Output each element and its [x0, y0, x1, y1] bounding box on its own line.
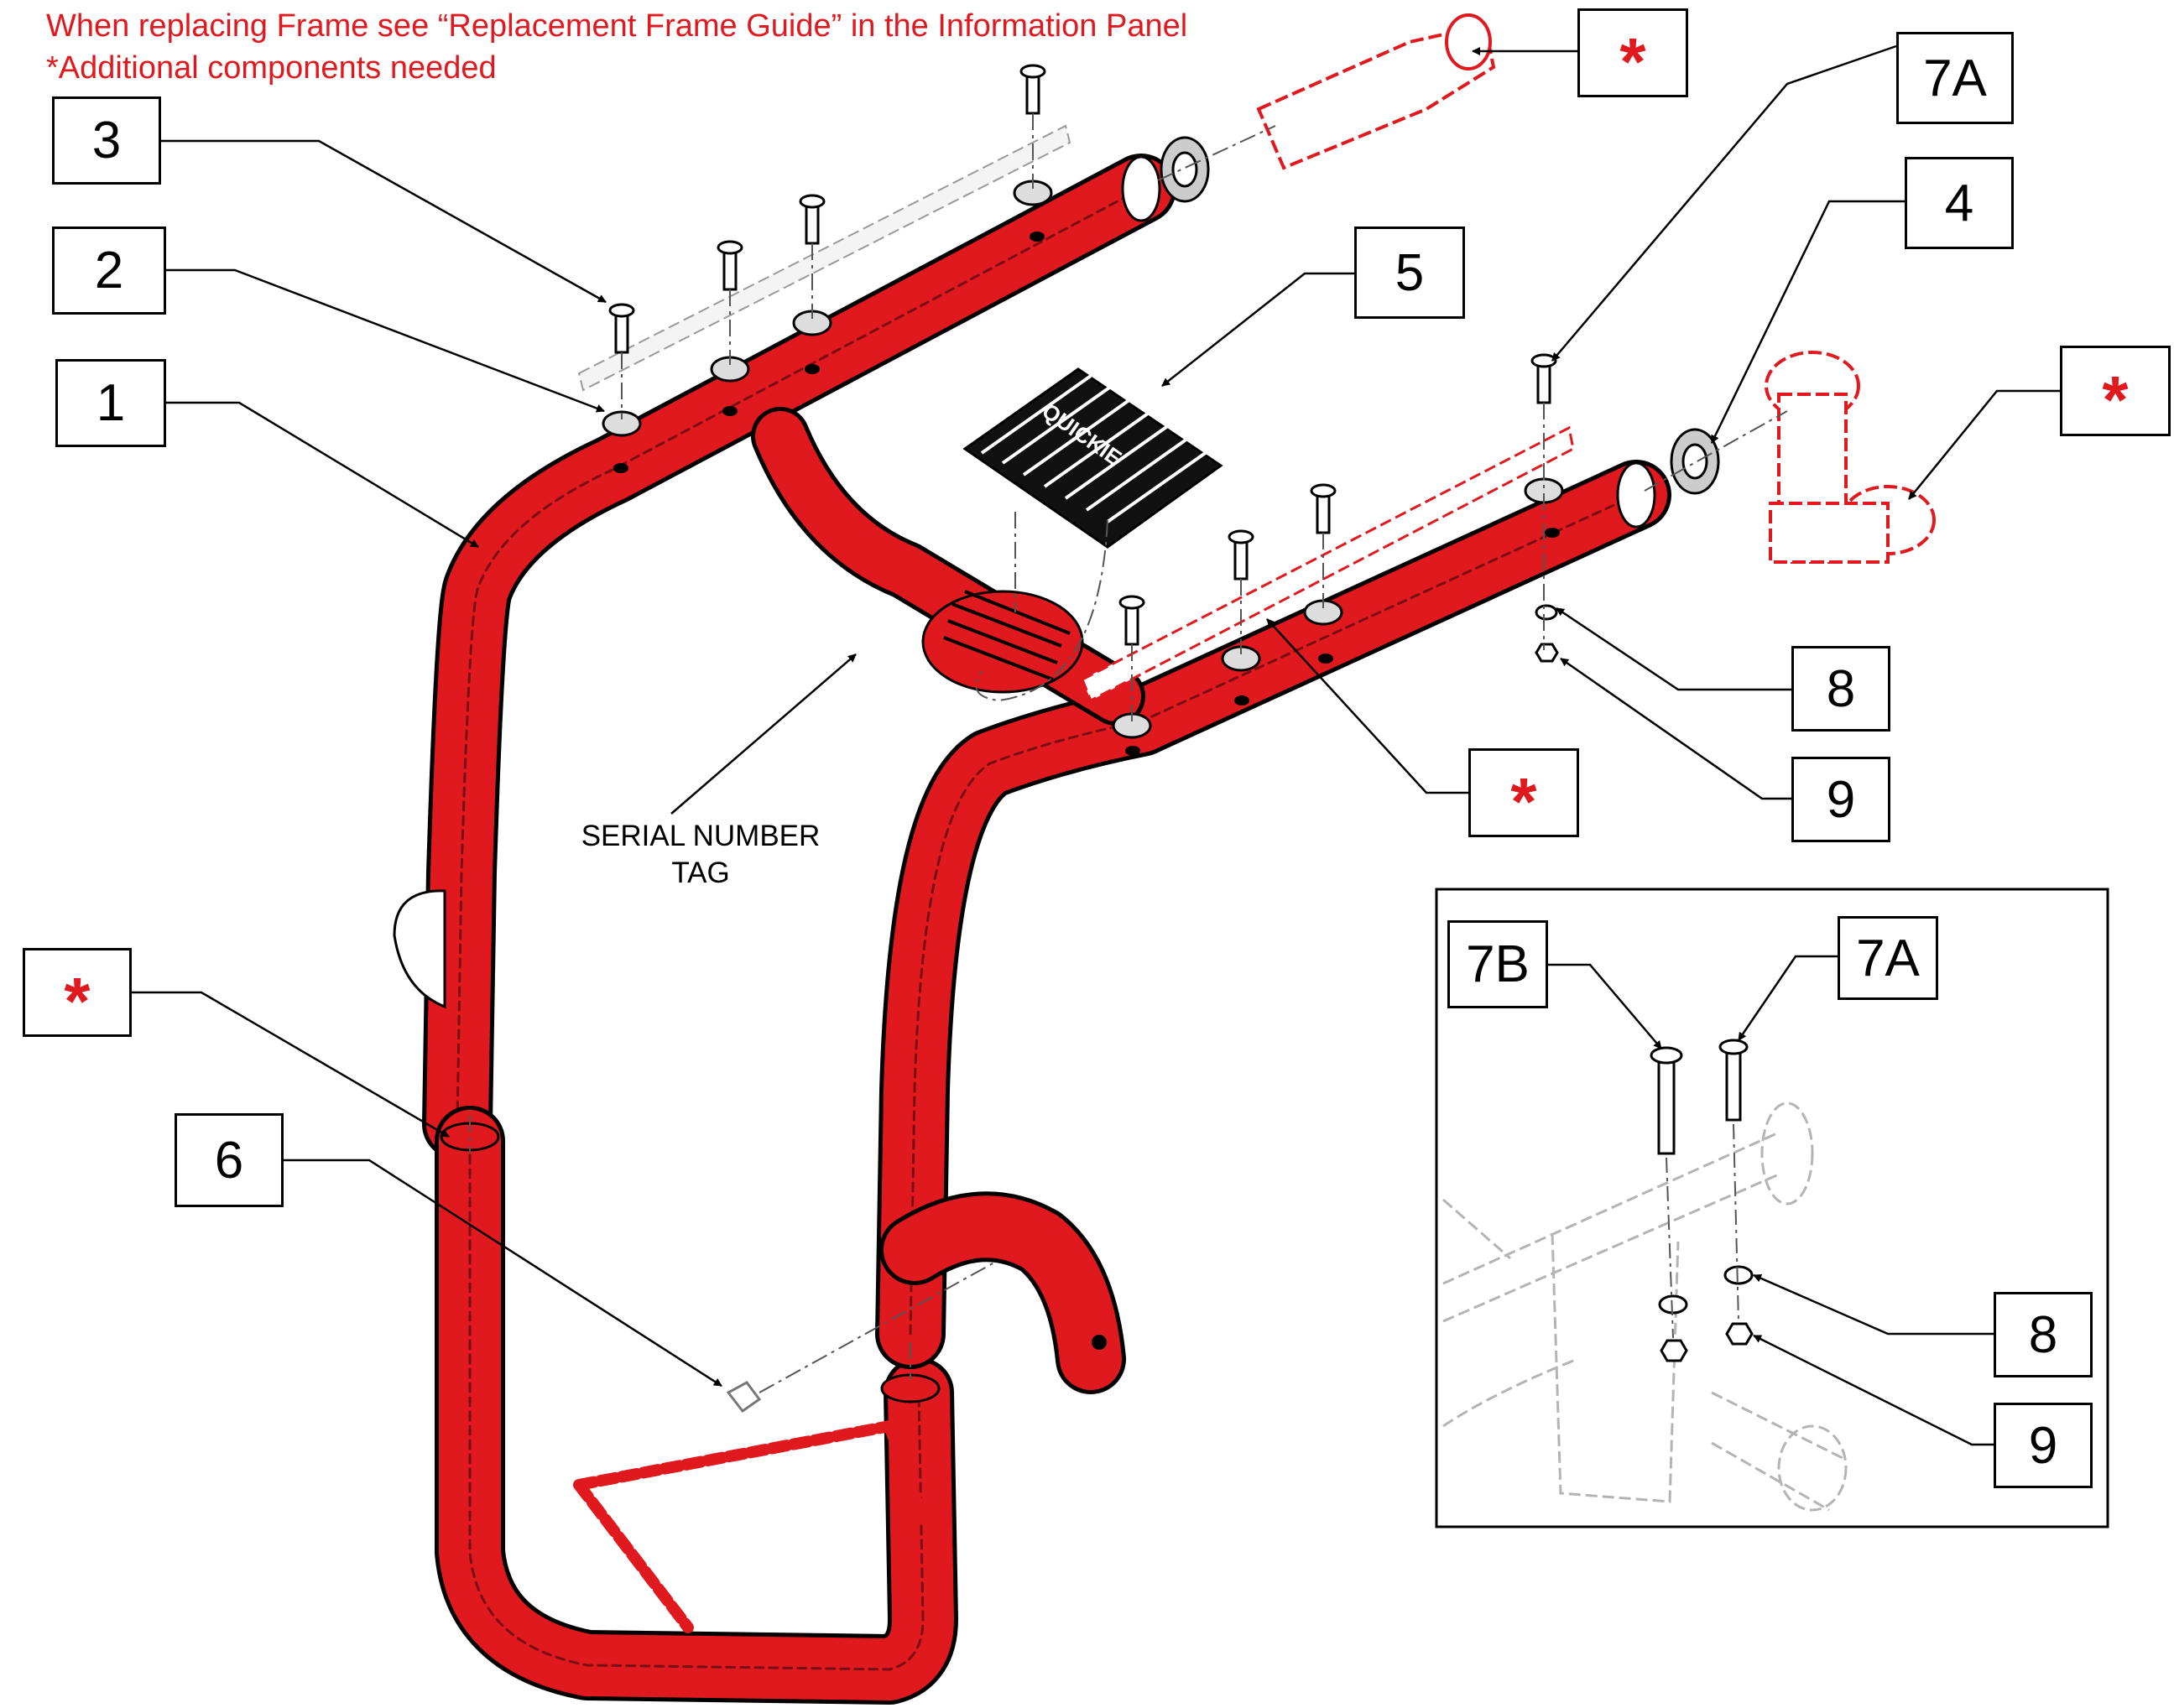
replacement-note: When replacing Frame see “Replacement Fr… [46, 8, 1188, 44]
callout-7a: 7A [1896, 32, 2014, 124]
grommets [1160, 136, 1720, 495]
screw-rear-4 [1530, 353, 1557, 404]
additional-components-note: *Additional components needed [46, 50, 497, 86]
inset-washer-8 [1723, 1265, 1754, 1285]
callout-6: 6 [175, 1113, 284, 1207]
rear-receiver-clamp [1765, 351, 1936, 564]
leader-lines [130, 44, 2060, 1388]
footplate-mat: QUICKIE [962, 367, 1223, 549]
callout-5: 5 [1354, 227, 1465, 319]
frame-bottom-brace [573, 1420, 929, 1633]
callout-2: 2 [52, 227, 166, 315]
plug-cap-6 [726, 1381, 762, 1414]
bolt-7b [1650, 1046, 1683, 1155]
callout-1: 1 [55, 359, 166, 447]
callout-star-top: * [1577, 8, 1688, 99]
centerlines [469, 113, 1788, 1393]
inset-callout-8: 8 [1994, 1292, 2093, 1377]
screw-top-2 [717, 240, 743, 291]
serial-tag-plate [393, 889, 446, 1009]
screw-rear-3 [1310, 483, 1337, 534]
top-receiver-clamp [1256, 13, 1496, 170]
callout-star-right: * [2060, 346, 2171, 437]
inset-nut-a [1660, 1339, 1688, 1362]
callout-9: 9 [1791, 757, 1890, 842]
screw-top-1 [608, 303, 635, 354]
rear-strap [1081, 425, 1575, 703]
callout-3: 3 [52, 96, 161, 185]
bolt-7a [1718, 1039, 1749, 1122]
screw-rear-2 [1228, 529, 1254, 581]
top-strap [577, 124, 1071, 392]
inset-callout-7b: 7B [1447, 920, 1548, 1008]
screw-top-3 [799, 194, 826, 245]
callout-4: 4 [1905, 157, 2014, 249]
washer-8 [1535, 604, 1558, 621]
frame [422, 154, 1671, 1705]
nut-9 [1535, 643, 1559, 663]
callout-star-middle: * [1468, 748, 1579, 839]
serial-number-tag-label-line1: SERIAL NUMBER [581, 820, 821, 852]
inset-callout-9: 9 [1994, 1403, 2093, 1488]
serial-number-tag-label-line2: TAG [671, 857, 730, 889]
callout-star-left: * [23, 948, 132, 1039]
frame-left-lower-tube [435, 1106, 958, 1705]
inset-nut-9 [1725, 1322, 1754, 1346]
footplate-mount [921, 590, 1084, 694]
inset-callout-7a: 7A [1838, 916, 1938, 1000]
callout-8: 8 [1791, 646, 1890, 732]
screw-rear-1 [1118, 595, 1145, 646]
screw-top-4 [1019, 64, 1046, 115]
inset-washer-a [1658, 1294, 1688, 1315]
